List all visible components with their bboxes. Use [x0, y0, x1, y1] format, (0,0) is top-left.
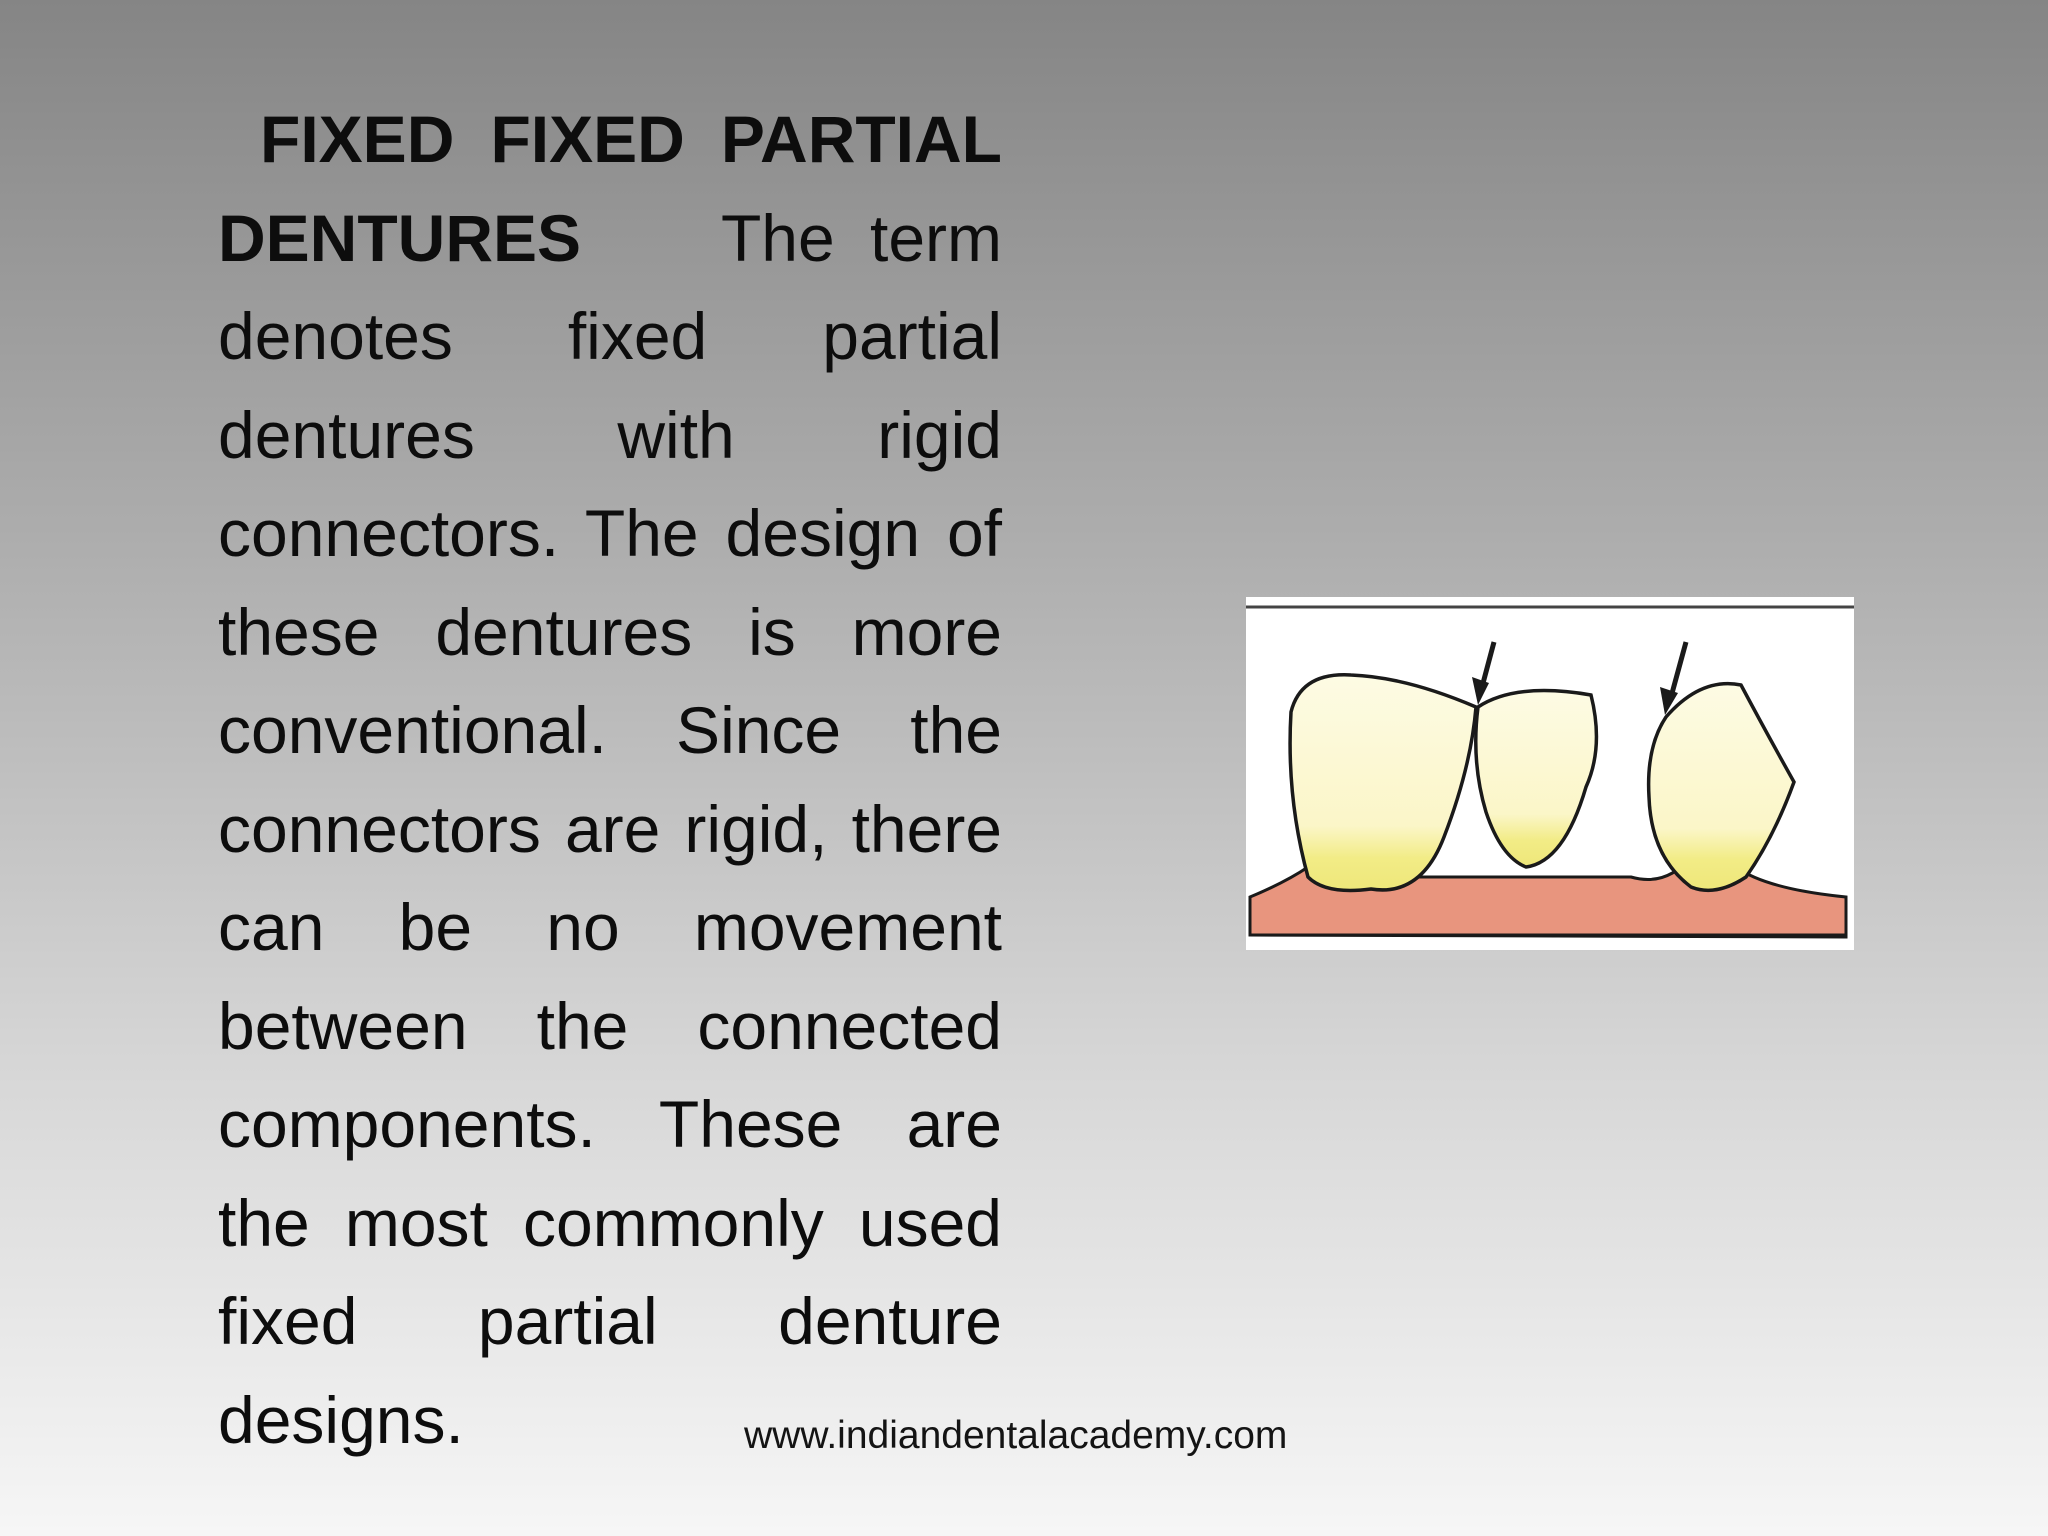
abutment-tooth-left: [1288, 673, 1478, 893]
connector-arrow-right: [1660, 641, 1689, 715]
pontic-tooth-middle: [1474, 688, 1599, 869]
abutment-tooth-right: [1646, 681, 1796, 893]
bridge-illustration: [1246, 597, 1854, 950]
body-paragraph: The term denotes fixed partial dentures …: [218, 200, 1002, 1457]
connector-arrow-left: [1472, 641, 1497, 705]
footer-url[interactable]: www.indiandentalacademy.com: [744, 1414, 1288, 1457]
slide-body: FIXED FIXED PARTIAL DENTURES The term de…: [218, 90, 1002, 1469]
slide-title: FIXED FIXED PARTIAL DENTURES: [218, 102, 1002, 275]
